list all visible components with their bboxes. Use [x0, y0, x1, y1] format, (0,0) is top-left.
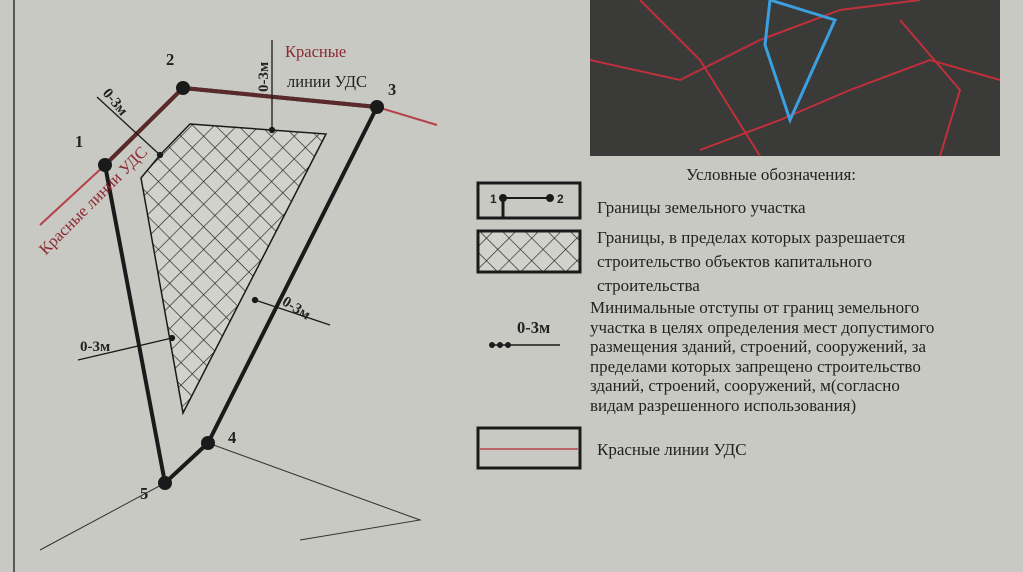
legend-line: зданий, строений, сооружений, м(согласно [590, 376, 900, 395]
legend-icon-label-1: 1 [490, 192, 497, 206]
setback-label-bottom: 0-3м [80, 339, 111, 355]
boundary-points [98, 81, 384, 490]
legend-item-red-line: Красные линии УДС [597, 440, 747, 459]
legend-item-boundary: Границы земельного участка [597, 198, 806, 217]
legend-line: строительство объектов капитального [597, 252, 872, 271]
legend-line: размещения зданий, строений, сооружений,… [590, 337, 927, 356]
legend-item-setback: Минимальные отступы от границ земельного… [590, 298, 934, 415]
legend-title: Условные обозначения: [686, 165, 857, 184]
setback-label-top: 0-3м [256, 61, 272, 92]
legend-item-buildable: Границы, в пределах которых разрешается … [597, 226, 905, 298]
satellite-photo [589, 0, 1001, 157]
point-label-2: 2 [166, 50, 175, 69]
setback-arrows [77, 40, 331, 361]
legend-line: строительства [597, 276, 700, 295]
legend-setback-icon-label: 0-3м [517, 318, 551, 337]
red-line-label-top-2: линии УДС [287, 72, 367, 91]
red-line-label-top-1: Красные [285, 42, 347, 61]
point-label-5: 5 [140, 484, 149, 503]
legend-line: видам разрешенного использования) [590, 395, 857, 415]
legend-line: участка в целях определения мест допусти… [590, 317, 935, 337]
legend-line: Минимальные отступы от границ земельного [590, 298, 920, 317]
point-label-4: 4 [228, 428, 237, 447]
legend-line: Границы, в пределах которых разрешается [597, 228, 906, 247]
legend-icon-label-2: 2 [557, 192, 564, 206]
legend-icons [476, 181, 582, 470]
point-label-3: 3 [388, 80, 397, 99]
point-label-1: 1 [75, 132, 84, 151]
buildable-area [140, 123, 328, 416]
legend-line: пределами которых запрещено строительств… [590, 356, 921, 376]
